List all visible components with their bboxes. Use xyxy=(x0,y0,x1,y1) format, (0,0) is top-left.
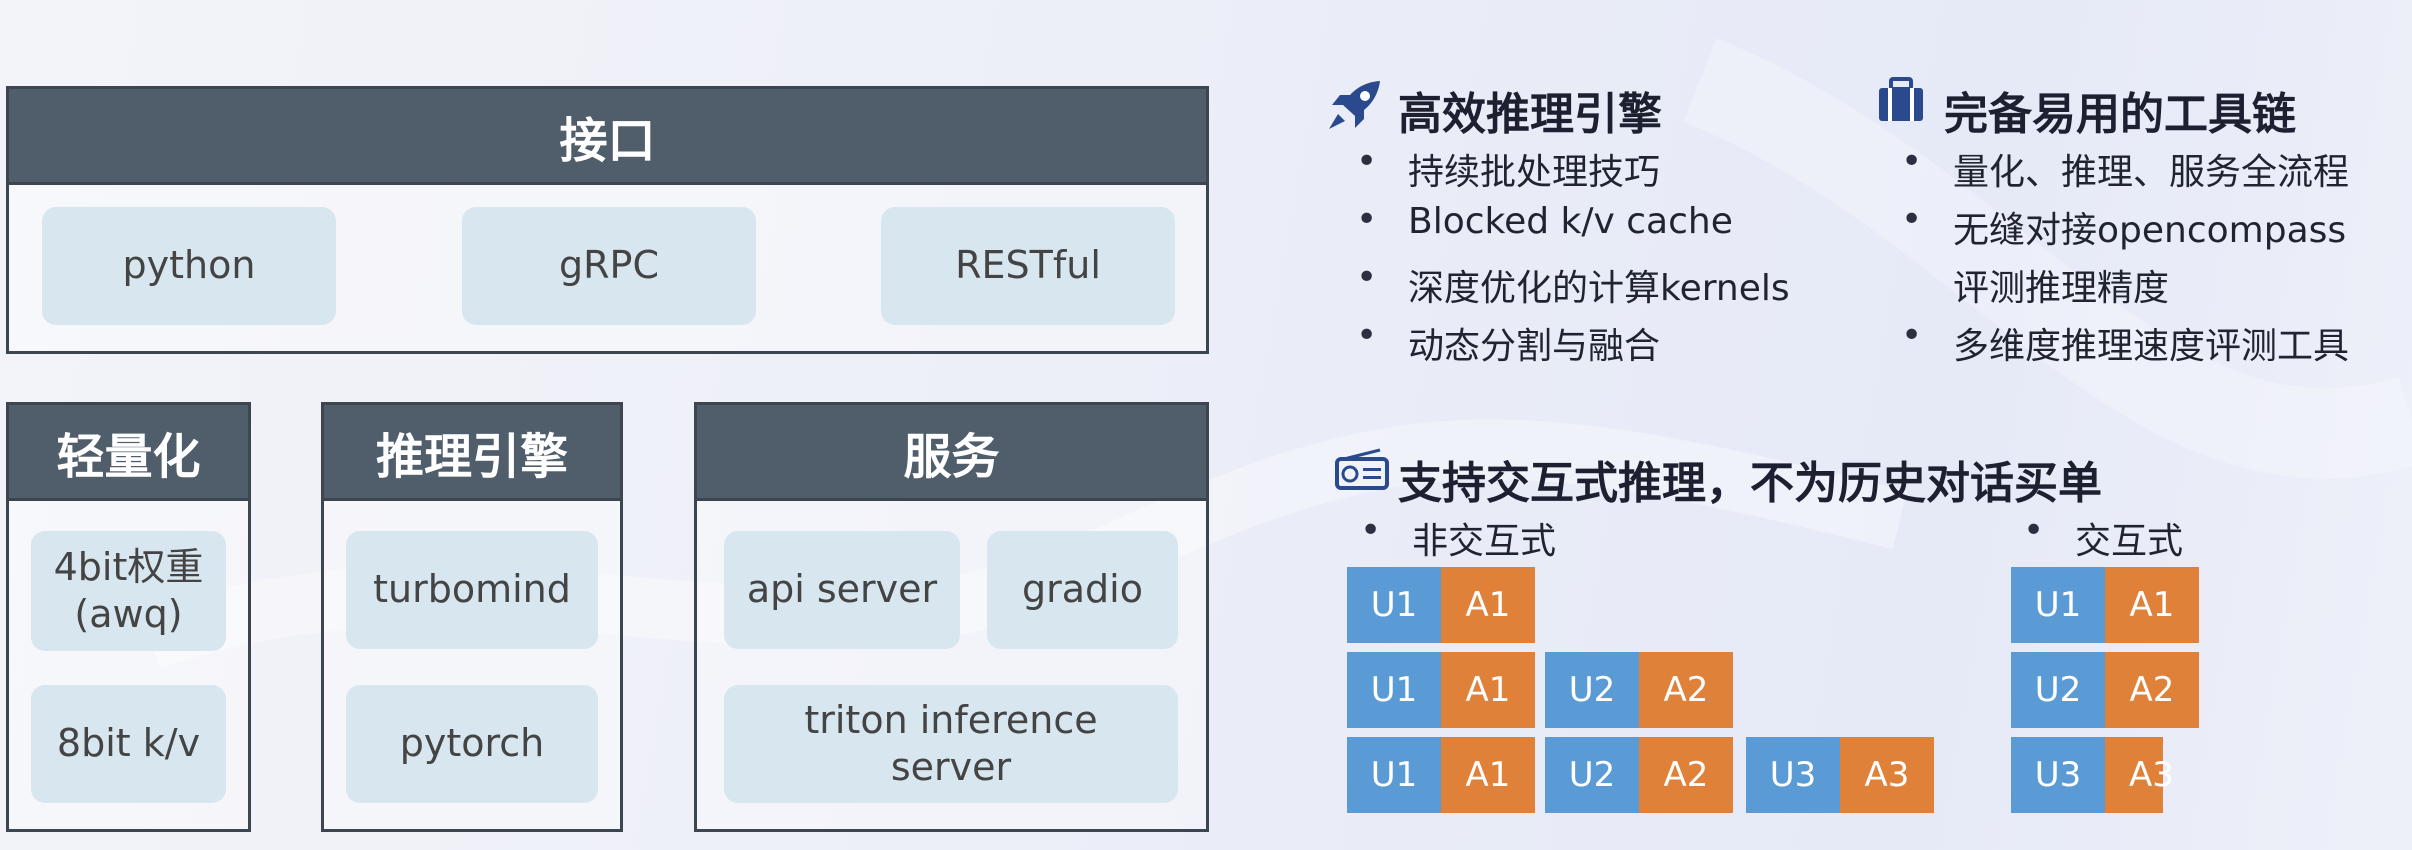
interactive-label: • 交互式 xyxy=(2023,510,2184,564)
bullet-text: 非交互式 xyxy=(1412,521,1557,562)
turn-cell-user: U2 xyxy=(2011,652,2105,728)
quantization-panel: 轻量化 4bit权重 (awq) 8bit k/v xyxy=(6,402,251,832)
interactive-title: 支持交互式推理，不为历史对话买单 xyxy=(1398,458,2102,509)
triton-server-chip: triton inference server xyxy=(724,685,1178,803)
restful-chip: RESTful xyxy=(881,207,1175,325)
turn-cell-assistant: A1 xyxy=(1441,567,1535,643)
turn-cell-assistant: A2 xyxy=(1639,737,1733,813)
efficient-engine-title: 高效推理引擎 xyxy=(1398,89,1662,140)
engine-title: 推理引擎 xyxy=(324,405,620,501)
bullet-dot: • xyxy=(1901,141,1923,182)
bullet-dot: • xyxy=(1360,510,1382,551)
gradio-chip: gradio xyxy=(987,531,1178,649)
python-chip: python xyxy=(42,207,336,325)
engine-panel: 推理引擎 turbomind pytorch xyxy=(321,402,623,832)
turn-cell-user: U2 xyxy=(1545,737,1639,813)
efficient-bullet: • Blocked k/v cache xyxy=(1356,199,1733,242)
turn-cell-assistant: A2 xyxy=(1639,652,1733,728)
toolchain-bullet: • 多维度推理速度评测工具 xyxy=(1901,315,2350,369)
turn-cell-user: U1 xyxy=(2011,567,2105,643)
api-server-chip: api server xyxy=(724,531,960,649)
bullet-text: 无缝对接opencompass xyxy=(1953,210,2347,251)
service-title: 服务 xyxy=(697,405,1206,501)
bullet-dot: • xyxy=(1901,199,1923,240)
turn-cell-user: U1 xyxy=(1347,652,1441,728)
efficient-bullet: • 深度优化的计算kernels xyxy=(1356,257,1790,311)
bullet-dot: • xyxy=(1356,141,1378,182)
bullet-dot: • xyxy=(1901,315,1923,356)
bullet-text: 评测推理精度 xyxy=(1953,268,2170,309)
bullet-dot: • xyxy=(1356,257,1378,298)
pytorch-chip: pytorch xyxy=(346,685,598,803)
toolchain-bullet-continuation: 评测推理精度 xyxy=(1953,259,2169,311)
bullet-text: 交互式 xyxy=(2075,521,2184,562)
quantization-title: 轻量化 xyxy=(9,405,248,501)
toolchain-bullet: • 无缝对接opencompass xyxy=(1901,199,2347,253)
turbomind-chip: turbomind xyxy=(346,531,598,649)
turn-cell-assistant: A1 xyxy=(2105,567,2199,643)
turn-cell-assistant: A2 xyxy=(2105,652,2199,728)
turn-cell-user: U3 xyxy=(2011,737,2105,813)
bullet-text: 多维度推理速度评测工具 xyxy=(1953,326,2350,367)
rocket-icon xyxy=(1329,81,1380,129)
radio-icon xyxy=(1335,448,1389,490)
turn-cell-user: U1 xyxy=(1347,567,1441,643)
service-panel: 服务 api server gradio triton inference se… xyxy=(694,402,1209,832)
turn-cell-assistant: A1 xyxy=(1441,652,1535,728)
interface-panel: 接口 python gRPC RESTful xyxy=(6,86,1209,354)
toolchain-bullet: • 量化、推理、服务全流程 xyxy=(1901,141,2350,195)
bullet-dot: • xyxy=(1356,199,1378,240)
turn-cell-user: U3 xyxy=(1746,737,1840,813)
bullet-text: Blocked k/v cache xyxy=(1408,201,1733,242)
interface-title: 接口 xyxy=(9,89,1206,185)
non-interactive-label: • 非交互式 xyxy=(1360,510,1557,564)
efficient-bullet: • 持续批处理技巧 xyxy=(1356,141,1661,195)
efficient-bullet: • 动态分割与融合 xyxy=(1356,315,1661,369)
toolchain-title: 完备易用的工具链 xyxy=(1944,89,2296,140)
bullet-text: 持续批处理技巧 xyxy=(1408,152,1661,193)
bullet-dot: • xyxy=(1356,315,1378,356)
bullet-dot: • xyxy=(2023,510,2045,551)
bullet-text: 动态分割与融合 xyxy=(1408,326,1661,367)
turn-cell-assistant: A3 xyxy=(1840,737,1934,813)
grpc-chip: gRPC xyxy=(462,207,756,325)
turn-cell-assistant: A1 xyxy=(1441,737,1535,813)
turn-cell-user: U2 xyxy=(1545,652,1639,728)
toolbox-icon xyxy=(1879,77,1923,121)
4bit-weight-chip: 4bit权重 (awq) xyxy=(31,531,226,651)
turn-cell-user: U1 xyxy=(1347,737,1441,813)
bullet-text: 深度优化的计算kernels xyxy=(1408,268,1790,309)
bullet-text: 量化、推理、服务全流程 xyxy=(1953,152,2350,193)
turn-cell-assistant: A3 xyxy=(2105,737,2174,813)
8bit-kv-chip: 8bit k/v xyxy=(31,685,226,803)
